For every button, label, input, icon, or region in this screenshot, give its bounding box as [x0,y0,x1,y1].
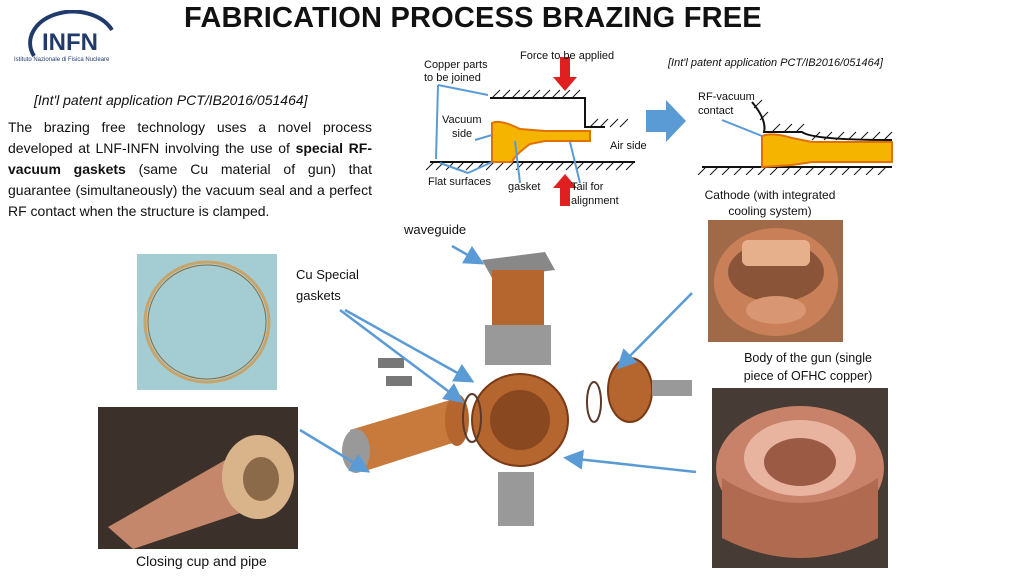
cathode-pointer [616,292,693,370]
gasket-ring-photo [137,254,277,390]
label-rf-vacuum: RF-vacuum [698,91,755,103]
label-copper-parts: Copper parts [424,59,488,71]
label-force: Force to be applied [520,50,614,62]
logo-subtitle: Istituto Nazionale di Fisica Nucleare [14,57,110,63]
label-vacuum: Vacuum [442,114,482,126]
description-bold: special RF-vacuum gaskets [8,140,372,177]
cu-special-label: Cu Special [296,267,359,282]
body-pointer [563,449,697,474]
clamped-gasket-shape [761,133,893,169]
description-paragraph: The brazing free technology uses a novel… [8,117,372,222]
cathode-label: Cathode (with integrated cooling system) [704,188,836,218]
logo-text: INFN [42,29,98,56]
force-arrow-top [553,57,577,91]
page-title: FABRICATION PROCESS BRAZING FREE [184,2,762,34]
label-air-side: Air side [610,140,647,152]
gasket-pointer-b [344,308,475,383]
waveguide-label: waveguide [404,222,467,237]
closing-cup-photo [98,407,298,549]
closing-cup-label: Closing cup and pipe [136,553,267,569]
label-tail-for: Tail for [571,181,604,193]
patent-reference-left: [Int'l patent application PCT/IB2016/051… [34,92,308,108]
gasket-clamped-diagram: RF-vacuum contact [697,91,893,175]
gaskets-label: gaskets [296,288,341,303]
description-part1: The brazing free technology uses a novel… [8,119,372,156]
label-side: side [452,128,472,140]
label-contact: contact [698,105,733,117]
waveguide-pointer [451,244,485,265]
patent-reference-top: [Int'l patent application PCT/IB2016/051… [668,57,883,69]
transition-arrow-icon [646,100,686,142]
label-to-be-joined: to be joined [424,72,481,84]
label-alignment: alignment [571,195,619,207]
infn-logo: INFN [28,10,114,58]
cathode-photo [708,220,843,342]
gasket-schematic-diagram: Copper parts to be joined Force to be ap… [424,50,647,207]
label-gasket: gasket [508,181,540,193]
body-of-gun-label: Body of the gun (single piece of OFHC co… [743,351,873,383]
label-flat-surfaces: Flat surfaces [428,176,491,188]
closing-cup-pointer [299,428,371,473]
gasket-pointer-a [339,309,464,403]
force-arrow-bottom [553,174,577,206]
description-part2: (same Cu material of gun) that guarantee… [8,161,372,219]
body-of-gun-photo [712,388,888,568]
